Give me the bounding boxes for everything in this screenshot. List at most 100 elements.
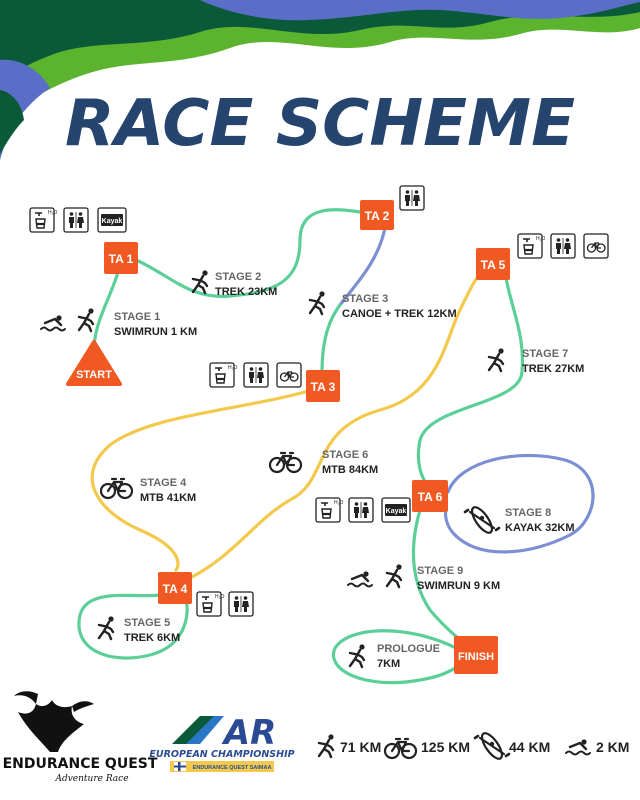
route-stage-8 (443, 453, 595, 554)
stage-4-name: STAGE 4 (140, 477, 187, 489)
stage-1-name: STAGE 1 (114, 311, 160, 323)
bicycle-icon (99, 477, 134, 500)
toilet-icon (243, 362, 269, 388)
node-ta4: TA 4 (158, 572, 192, 604)
route-stage-3-canoe (338, 226, 387, 307)
ar-championship-logo: AR EUROPEAN CHAMPIONSHIP ENDURANCE QUEST… (149, 713, 295, 772)
amenities-ta6: H₂O Kayak (314, 496, 411, 524)
runner-icon (317, 733, 335, 759)
stage-1-desc: SWIMRUN 1 KM (114, 326, 197, 338)
amenities-ta1: H₂O Kayak (28, 206, 127, 234)
route-stage-5 (77, 592, 189, 660)
node-ta1-label: TA 1 (109, 252, 134, 266)
ar-line: EUROPEAN CHAMPIONSHIP (149, 749, 294, 760)
runner-icon (97, 615, 115, 641)
runner-icon (77, 307, 95, 333)
route-stage-9 (411, 508, 462, 642)
node-ta6-label: TA 6 (418, 490, 443, 504)
route-stage-4 (90, 390, 307, 572)
node-ta2: TA 2 (360, 200, 394, 230)
totals: 71 KM 125 KM 44 KM 2 KM (317, 728, 629, 764)
runner-icon (191, 269, 209, 295)
stage-8-desc: KAYAK 32KM (505, 522, 575, 534)
swimmer-icon (346, 570, 374, 588)
toilet-icon (399, 185, 425, 211)
stage-labels: STAGE 1 SWIMRUN 1 KM STAGE 2 TREK 23KM S… (39, 269, 584, 670)
node-start-label: START (76, 369, 112, 381)
ar-mark: AR (221, 713, 277, 753)
route-stage-7 (416, 276, 525, 486)
node-ta5-label: TA 5 (481, 258, 506, 272)
decorative-top-waves (0, 0, 640, 160)
kayak-storage-label: Kayak (386, 508, 407, 515)
kayak-storage-label: Kayak (102, 218, 123, 225)
runner-icon (385, 563, 403, 589)
route-stage-2 (134, 208, 362, 299)
water-label: H₂O (536, 236, 546, 242)
route-paths (77, 208, 595, 685)
runner-icon (348, 643, 366, 669)
route-prologue (331, 629, 462, 685)
route-stage-6 (188, 270, 488, 580)
eagle-icon (14, 691, 94, 752)
stage-8-name: STAGE 8 (505, 507, 551, 519)
prologue-name: PROLOGUE (377, 643, 440, 655)
page-title: RACE SCHEME (65, 87, 575, 161)
runner-icon (308, 290, 326, 316)
node-ta6: TA 6 (412, 480, 448, 512)
kayak-icon (463, 502, 501, 538)
kayak-icon (473, 728, 511, 764)
stage-6-name: STAGE 6 (322, 449, 368, 461)
amenities-ta5: H₂O (516, 232, 609, 260)
node-ta3: TA 3 (306, 370, 340, 402)
total-swim: 2 KM (596, 739, 629, 755)
stage-3-desc: CANOE + TREK 12KM (342, 308, 457, 320)
water-label: H₂O (228, 365, 238, 371)
node-finish: FINISH (454, 636, 498, 674)
node-finish-label: FINISH (458, 651, 494, 663)
toilet-icon (228, 591, 254, 617)
total-kayak: 44 KM (509, 739, 550, 755)
route-stage-3-trek (320, 303, 342, 374)
node-ta4-label: TA 4 (163, 582, 188, 596)
bike-storage-icon (276, 362, 302, 388)
ar-banner: ENDURANCE QUEST SAIMAA (193, 765, 272, 771)
stage-5-desc: TREK 6KM (124, 632, 180, 644)
bicycle-icon (268, 451, 303, 474)
bicycle-icon (383, 737, 418, 760)
amenities-ta2 (399, 185, 425, 211)
node-ta5: TA 5 (476, 248, 510, 280)
total-bike: 125 KM (421, 739, 470, 755)
node-ta2-label: TA 2 (365, 209, 390, 223)
endurance-quest-logo: ENDURANCE QUEST Adventure Race (3, 691, 158, 784)
runner-icon (487, 347, 505, 373)
stage-2-name: STAGE 2 (215, 271, 261, 283)
water-label: H₂O (48, 210, 58, 216)
node-ta3-label: TA 3 (311, 380, 336, 394)
stage-3-name: STAGE 3 (342, 293, 388, 305)
swimmer-icon (564, 738, 592, 756)
stage-5-name: STAGE 5 (124, 617, 170, 629)
stage-7-name: STAGE 7 (522, 348, 568, 360)
total-trek: 71 KM (340, 739, 381, 755)
water-label: H₂O (334, 500, 344, 506)
toilet-icon (63, 207, 89, 233)
node-ta1: TA 1 (104, 242, 138, 274)
stage-9-desc: SWIMRUN 9 KM (417, 580, 500, 592)
eq-name: ENDURANCE QUEST (3, 756, 158, 772)
stage-7-desc: TREK 27KM (522, 363, 584, 375)
eq-sub: Adventure Race (54, 774, 128, 784)
nodes: START TA 1 TA 2 TA 3 TA 4 TA 5 TA 6 FIN (66, 200, 510, 674)
amenities-ta4: H₂O (195, 590, 254, 618)
water-label: H₂O (215, 594, 225, 600)
toilet-icon (550, 233, 576, 259)
amenities: H₂O Kayak H₂O H₂O H₂O Kaya (28, 185, 609, 618)
prologue-desc: 7KM (377, 658, 400, 670)
stage-9-name: STAGE 9 (417, 565, 463, 577)
toilet-icon (348, 497, 374, 523)
stage-6-desc: MTB 84KM (322, 464, 378, 476)
swimmer-icon (39, 314, 67, 332)
bike-storage-icon (583, 233, 609, 259)
